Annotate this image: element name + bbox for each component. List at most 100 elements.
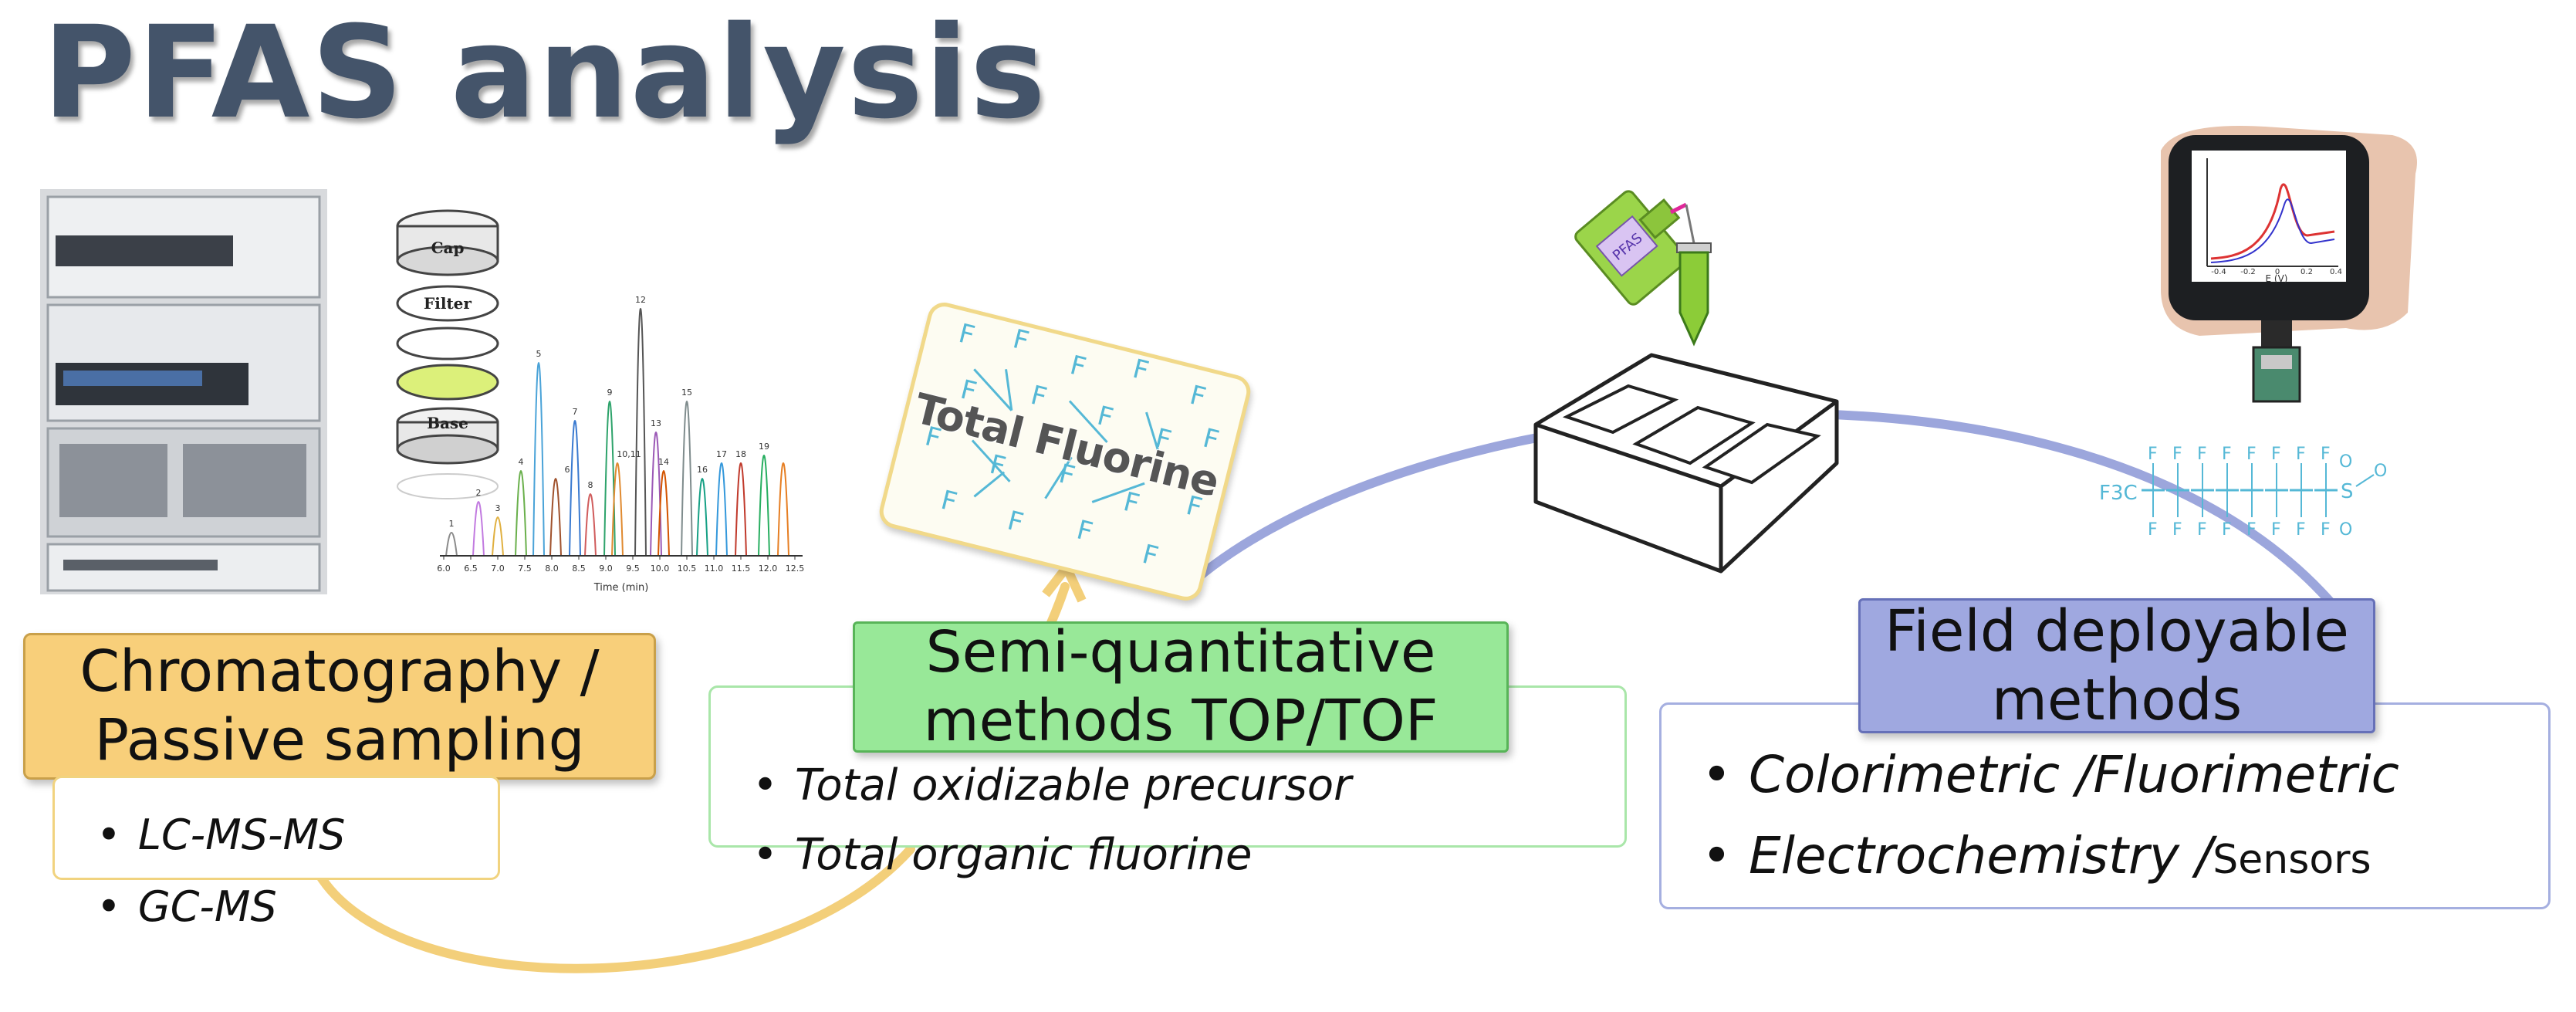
- chromatogram-tick-label: 7.0: [491, 564, 505, 574]
- semi-quantitative-heading-line2: methods TOP/TOF: [923, 688, 1438, 754]
- device-x-label: E (V): [2266, 273, 2288, 284]
- chromatogram-peak: [472, 501, 485, 557]
- field-deployable-heading-box: Field deployable methods: [1858, 598, 2375, 733]
- semi-quantitative-heading-line1: Semi-quantitative: [925, 619, 1436, 686]
- fluorine-atom-label: F: [2296, 445, 2306, 464]
- hydroxyl-label: OH: [2374, 462, 2388, 481]
- chromatogram-peak: [492, 516, 504, 557]
- chromatogram-peak: [603, 401, 616, 557]
- chromatography-methods-panel: [52, 776, 500, 880]
- bond-line: [1044, 456, 1073, 499]
- device-tick-label: -0.4: [2211, 268, 2226, 276]
- fluorine-atom-label: F: [2172, 445, 2182, 464]
- chromatogram-peak-label: 12: [635, 295, 646, 305]
- chromatogram-peak: [681, 401, 693, 557]
- filter-label: Filter: [424, 294, 472, 313]
- chromatogram-peak: [445, 532, 458, 557]
- chromatogram-tick-label: 11.5: [732, 564, 751, 574]
- chromatogram-peak: [650, 432, 662, 557]
- chromatogram-peak-label: 1: [449, 519, 455, 529]
- chromatogram-peak-label: 4: [519, 457, 524, 467]
- orange-arc: [316, 844, 915, 973]
- chromatogram-peak-label: 18: [735, 449, 746, 459]
- chromatogram-peak-label: 16: [697, 465, 708, 475]
- field-heading-line1: Field deployable: [1885, 597, 2349, 665]
- fluorine-atom-label: F: [2271, 445, 2281, 464]
- spectrophotometer-drawing: [1533, 353, 1839, 574]
- semi-quantitative-heading-box: Semi-quantitative methods TOP/TOF: [853, 619, 1509, 754]
- handheld-sensor-device: -0.4 -0.2 0 0.2 0.4 E (V): [2161, 126, 2417, 403]
- chromatogram-peak: [715, 462, 728, 557]
- bond-line: [2355, 474, 2375, 487]
- chromatogram-peak-label: 10,11: [617, 449, 641, 459]
- chromatogram-tick-label: 6.0: [437, 564, 451, 574]
- device-tick-label: 0: [2275, 268, 2280, 276]
- chromatogram-peak-label: 19: [759, 442, 769, 452]
- chromatogram-peak-label: 7: [573, 407, 578, 417]
- list-item: •Colorimetric /Fluorimetric: [1702, 745, 2399, 804]
- chromatogram-tick-label: 6.5: [464, 564, 478, 574]
- fluorine-atom-label: F: [2321, 445, 2331, 464]
- bond-line: [1091, 482, 1145, 503]
- fluorine-atom-label: F: [2197, 445, 2207, 464]
- device-tick-label: 0.4: [2330, 268, 2342, 276]
- pfas-molecule: F3CFFFFFFFFFFFFFFFFSOOOH: [2099, 445, 2388, 540]
- fluorine-atom-label: F: [2222, 520, 2232, 540]
- chromatogram-peak: [696, 478, 708, 557]
- chromatogram-tick-label: 12.5: [786, 564, 805, 574]
- chromatogram-peak: [584, 493, 597, 557]
- chromatogram-peak-label: 8: [588, 480, 593, 490]
- chromatogram-peak: [611, 462, 624, 557]
- bond-line: [973, 471, 1006, 498]
- bullet: •: [96, 811, 121, 859]
- device-tick-label: -0.2: [2240, 268, 2256, 276]
- fluorine-atom-label: F: [2148, 520, 2158, 540]
- bond-line: [1145, 411, 1161, 456]
- chromatogram-peak: [758, 455, 770, 557]
- field-methods-panel: [1659, 702, 2551, 909]
- fluorine-atom-label: F: [2148, 445, 2158, 464]
- list-item: •GC-MS: [96, 882, 277, 931]
- fluorine-atom-label: F: [1187, 380, 1209, 414]
- fluorine-atom-label: F: [2222, 445, 2232, 464]
- page-title: PFAS analysis: [42, 0, 1047, 147]
- fluorine-atom-label: F: [938, 485, 960, 519]
- chromatogram-peak-label: 6: [565, 465, 570, 475]
- chromatogram-tick-label: 9.0: [599, 564, 613, 574]
- fluorine-atom-label: F: [1028, 380, 1050, 414]
- list-item: •Total organic fluorine: [752, 830, 1253, 880]
- fluorine-atom-label: F: [2271, 520, 2281, 540]
- fluorine-atom-label: F: [2321, 520, 2331, 540]
- chromatogram-peak: [634, 308, 647, 557]
- fluorine-atom-label: F: [2246, 520, 2257, 540]
- cap-label: Cap: [431, 239, 465, 257]
- bullet: •: [752, 830, 779, 880]
- bullet: •: [752, 760, 779, 811]
- chromatogram-tick-label: 10.5: [678, 564, 697, 574]
- chromatogram-peak-label: 17: [716, 449, 727, 459]
- device-tick-label: 0.2: [2300, 268, 2313, 276]
- fluorine-atom-label: F: [2172, 520, 2182, 540]
- chromatography-heading-line2: Passive sampling: [94, 707, 585, 773]
- fluorine-atom-label: F: [1200, 423, 1222, 457]
- fluorine-atom-label: F: [1067, 350, 1090, 384]
- chromatogram-peak-label: 2: [476, 488, 482, 498]
- chromatogram-peak-label: 5: [536, 349, 542, 359]
- list-item: •Total oxidizable precursor: [752, 760, 1352, 811]
- chromatogram-peak-label: 15: [681, 388, 692, 398]
- oxygen-label: O: [2339, 452, 2352, 472]
- chromatogram-tick-label: 7.5: [518, 564, 532, 574]
- pfas-bottle-and-tube: PFAS: [1574, 190, 1712, 347]
- field-heading-line2: methods: [1991, 666, 2243, 733]
- base-label: Base: [427, 414, 468, 432]
- chromatogram-peak: [658, 470, 670, 557]
- chromatogram-tick-label: 8.5: [572, 564, 586, 574]
- chromatogram-tick-label: 10.0: [651, 564, 670, 574]
- chromatogram-x-label: Time (min): [593, 582, 649, 594]
- bullet: •: [96, 882, 121, 931]
- chromatogram-peak: [549, 478, 562, 557]
- fluorine-atom-label: F: [1073, 514, 1096, 548]
- passive-sampler-diagram: Cap Filter Base: [396, 209, 499, 499]
